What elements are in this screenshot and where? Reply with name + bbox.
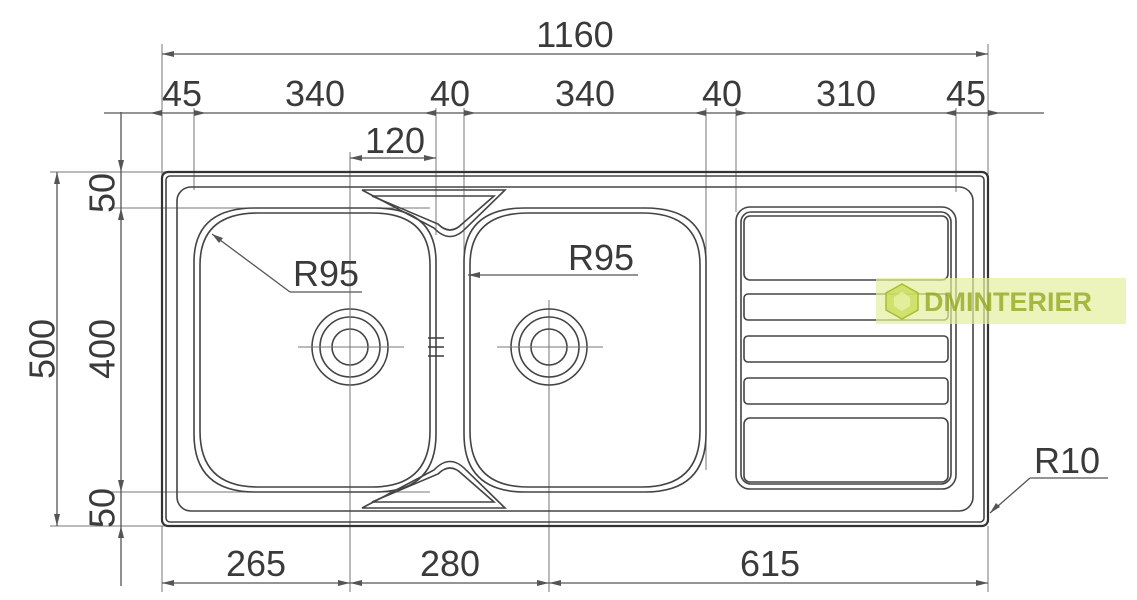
dim-top-seg-3: 40 xyxy=(430,73,470,114)
left-bowl xyxy=(193,207,437,493)
dim-top-seg-7: 45 xyxy=(946,73,986,114)
dim-drain-offset: 120 xyxy=(365,120,425,161)
dim-bottom-seg-1: 265 xyxy=(226,543,286,584)
drainboard xyxy=(735,206,957,490)
radius-labels: R95 R95 R10 xyxy=(293,237,1100,481)
right-drain-icon xyxy=(497,308,603,386)
hexagon-logo-icon xyxy=(885,283,919,320)
dim-top-seg-2: 340 xyxy=(285,73,345,114)
overflow-slots xyxy=(428,337,444,357)
watermark-text: DMINTERIER xyxy=(924,287,1092,317)
dim-inner-height: 400 xyxy=(82,319,123,379)
dim-rim-bottom: 50 xyxy=(82,488,123,528)
dimension-labels: 1160 45 340 40 340 40 310 45 120 265 280… xyxy=(22,14,987,584)
left-drain-icon xyxy=(298,300,404,394)
watermark: DMINTERIER xyxy=(876,278,1126,324)
dimension-lines xyxy=(54,51,1044,586)
dim-bottom-seg-2: 280 xyxy=(420,543,480,584)
bottom-bridge xyxy=(361,460,507,509)
dim-top-seg-5: 40 xyxy=(702,73,742,114)
top-bridge xyxy=(361,189,507,238)
dim-overall-height: 500 xyxy=(22,319,63,379)
dim-top-seg-6: 310 xyxy=(816,73,876,114)
radius-corner: R10 xyxy=(1034,440,1100,481)
dim-top-seg-4: 340 xyxy=(555,73,615,114)
dim-top-seg-1: 45 xyxy=(162,73,202,114)
radius-right-bowl: R95 xyxy=(568,237,634,278)
extension-lines xyxy=(50,44,989,592)
radius-leaders xyxy=(211,233,1108,514)
dim-rim-top: 50 xyxy=(82,173,123,213)
right-bowl xyxy=(463,207,707,493)
radius-left-bowl: R95 xyxy=(293,253,359,294)
sink-outline xyxy=(160,170,990,528)
dim-bottom-seg-3: 615 xyxy=(740,543,800,584)
dim-overall-width: 1160 xyxy=(536,14,613,55)
